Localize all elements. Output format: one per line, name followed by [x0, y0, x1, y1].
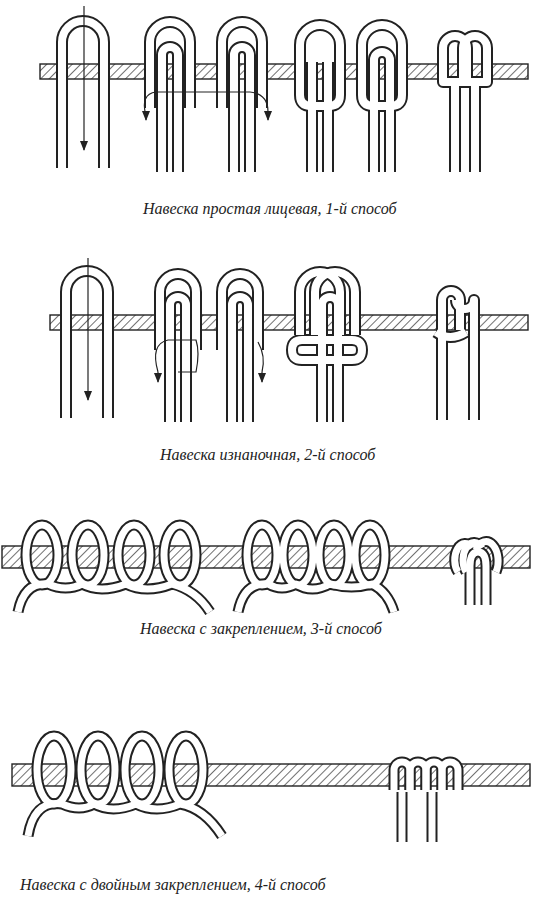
caption-label: Навеска с закреплением, 3-й способ: [140, 620, 382, 638]
caption-label: Навеска простая лицевая, 1-й способ: [143, 200, 397, 218]
caption-label: Навеска с двойным закреплением, 4-й спос…: [20, 876, 326, 894]
caption-label: Навеска изнаночная, 2-й способ: [160, 446, 375, 464]
